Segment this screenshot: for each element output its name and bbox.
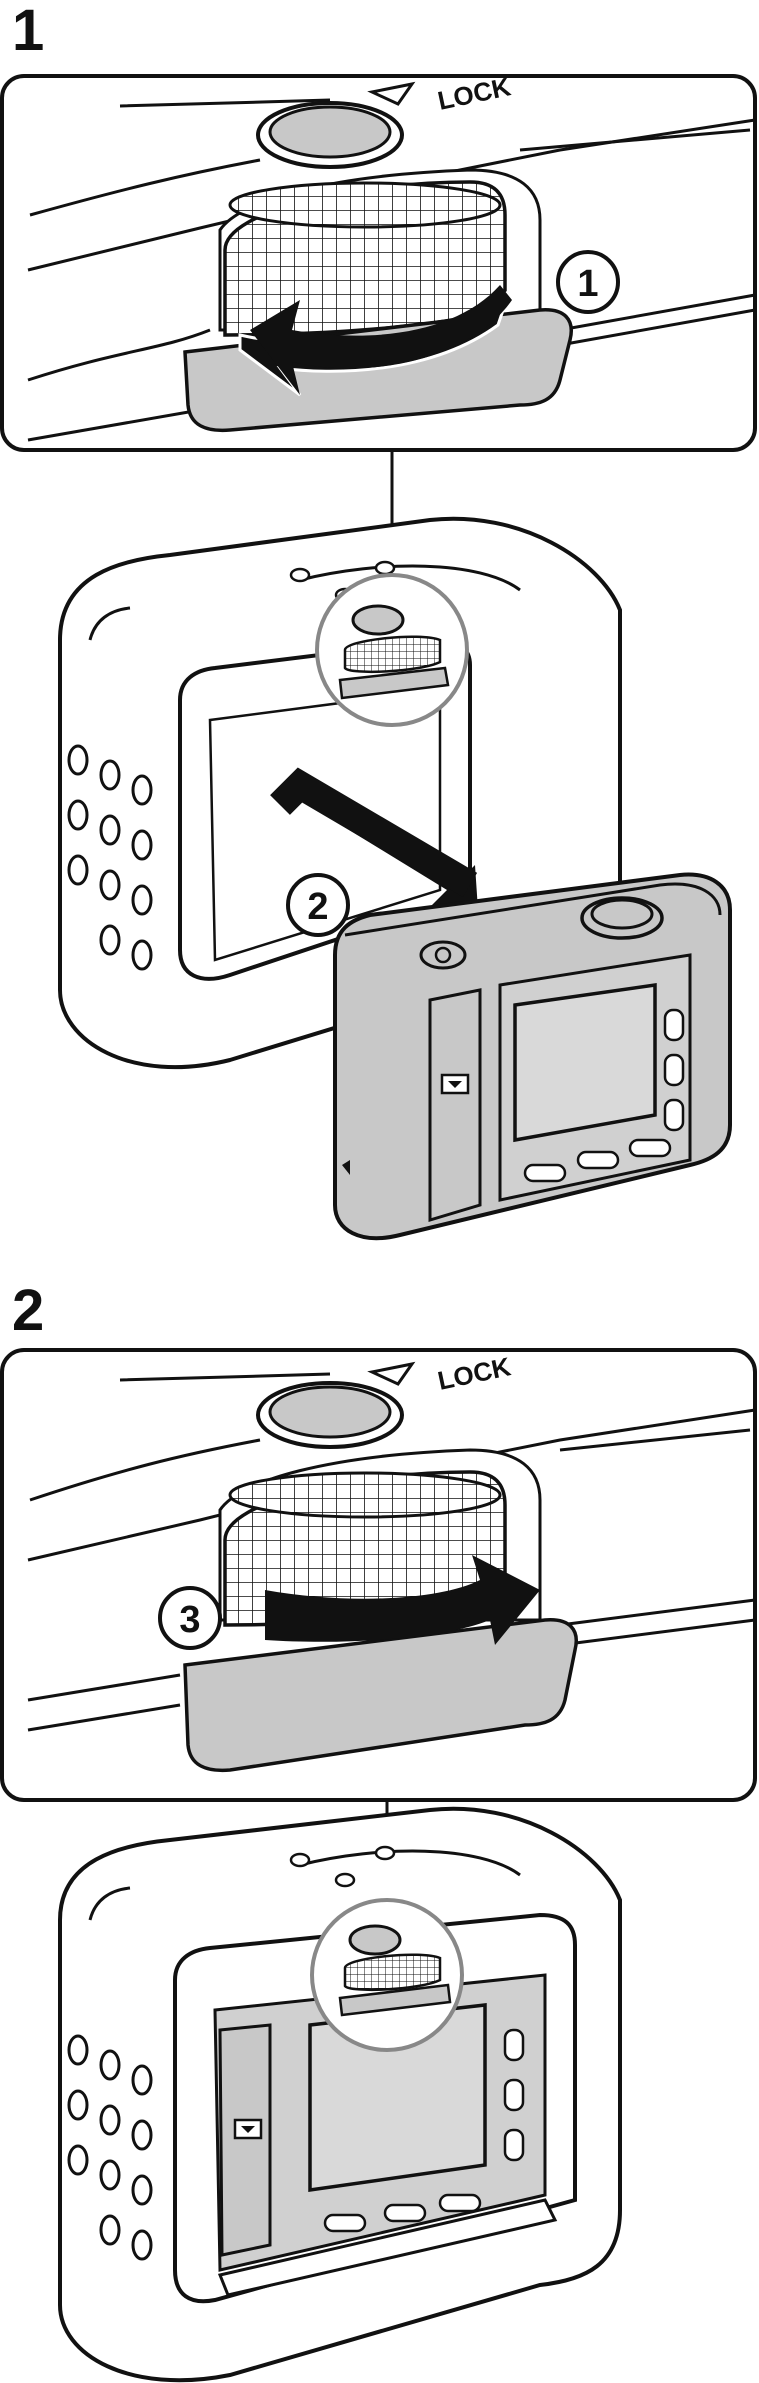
callout-1: 1: [558, 252, 618, 312]
camera-screen: [515, 985, 655, 1140]
step1-camera: [335, 875, 730, 1239]
step1-detail-panel: LOCK 1: [2, 71, 755, 450]
callout-2: 2: [288, 875, 348, 935]
step1-lock-dial: [225, 182, 505, 335]
step2-detail-panel: LOCK 3: [2, 1350, 755, 1800]
callout-3: 3: [160, 1588, 220, 1648]
step2-magnifier-circle: [312, 1900, 462, 2050]
svg-text:3: 3: [179, 1599, 200, 1641]
step1-magnifier-circle: [317, 575, 467, 725]
svg-text:2: 2: [307, 886, 328, 928]
step2-housing: [60, 1809, 620, 2381]
svg-text:1: 1: [577, 263, 598, 305]
